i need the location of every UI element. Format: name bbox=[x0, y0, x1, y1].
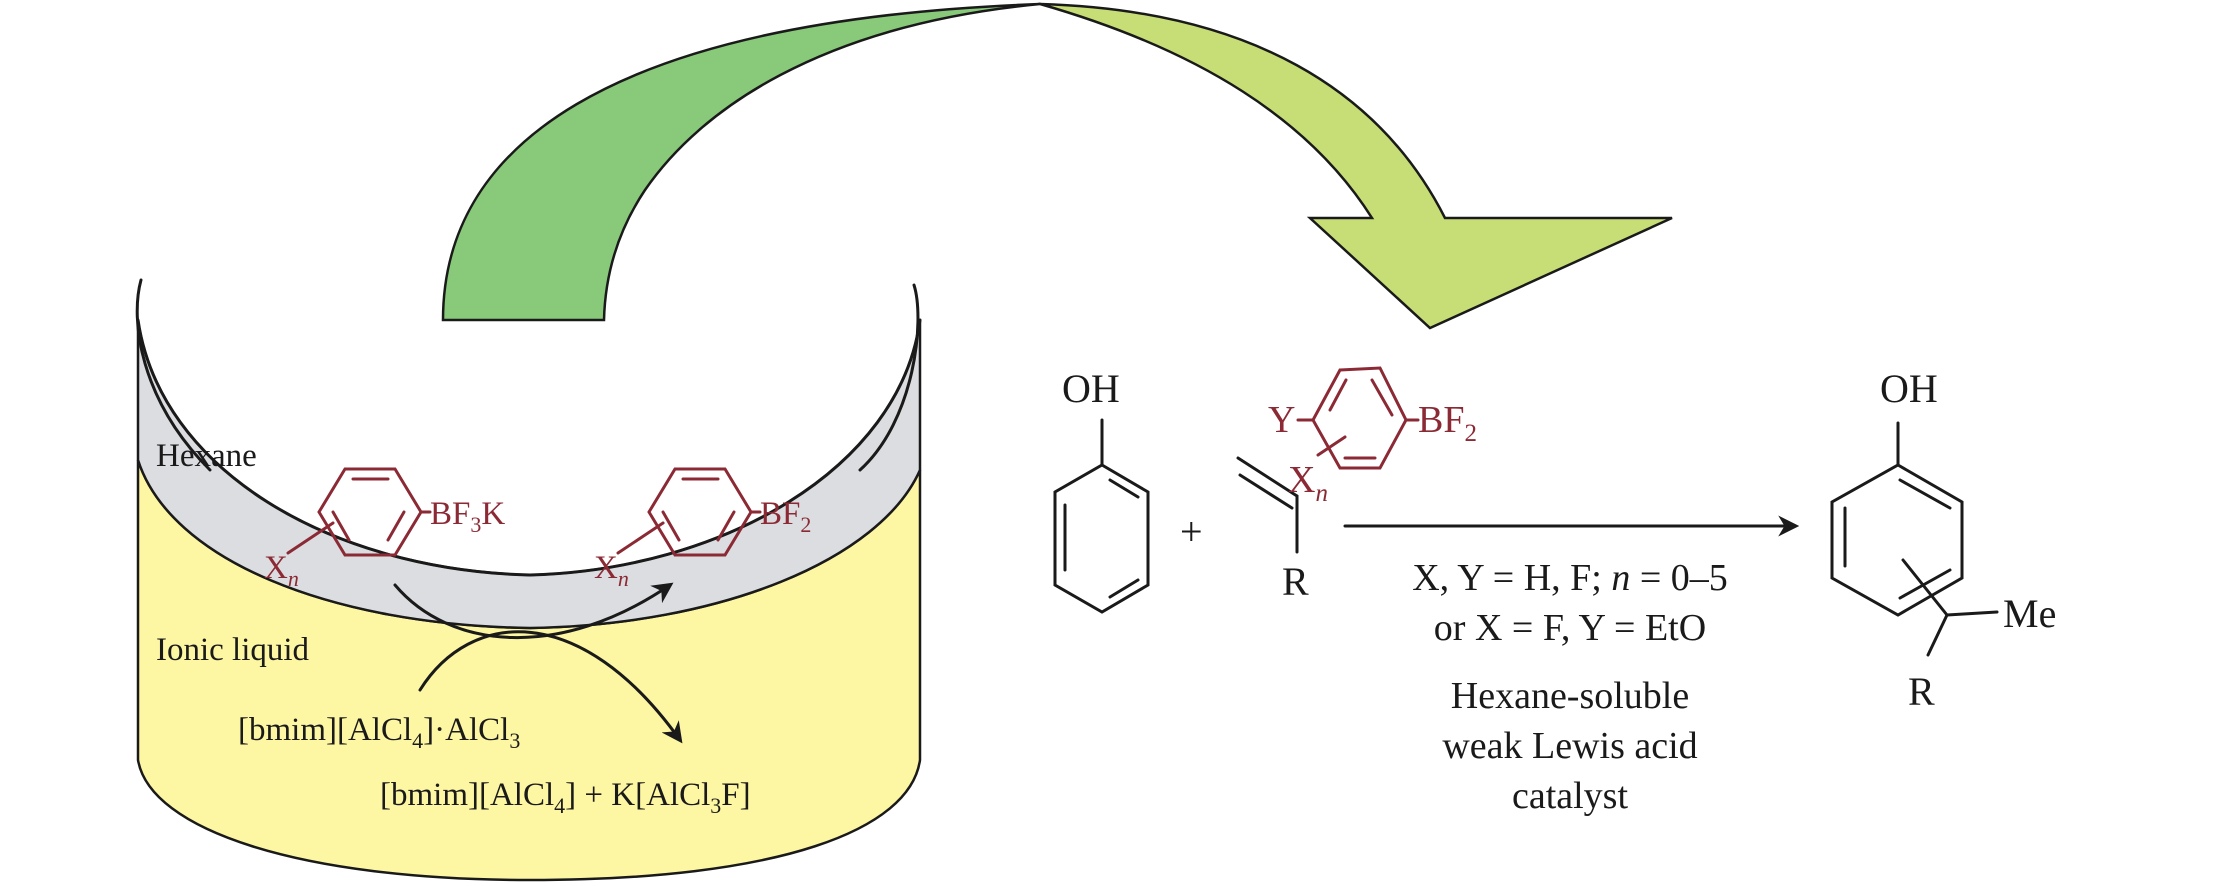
transfer-arrow-up bbox=[441, 2, 1041, 322]
biphasic-vessel bbox=[135, 278, 922, 882]
hexane-label: Hexane bbox=[156, 438, 257, 474]
svg-text:Xn: Xn bbox=[1288, 459, 1328, 507]
transfer-arrow-down bbox=[1039, 2, 1673, 330]
ionic-liquid-label: Ionic liquid bbox=[156, 632, 310, 668]
conditions-line-1: X, Y = H, F; n = 0–5 bbox=[1412, 557, 1728, 599]
alkylated-phenol-product: OH Me R bbox=[1830, 366, 2056, 714]
plus-sign: + bbox=[1180, 509, 1203, 554]
aryl-difluoroborane: BF2 Xn bbox=[594, 467, 811, 591]
catalyst-desc-2: weak Lewis acid bbox=[1442, 725, 1697, 767]
svg-text:Y: Y bbox=[1268, 399, 1295, 441]
svg-text:Me: Me bbox=[2003, 591, 2056, 636]
svg-text:OH: OH bbox=[1880, 366, 1938, 411]
svg-text:Xn: Xn bbox=[264, 550, 299, 591]
svg-text:Xn: Xn bbox=[594, 550, 629, 591]
catalyst-desc-1: Hexane-soluble bbox=[1451, 675, 1689, 717]
svg-text:OH: OH bbox=[1062, 366, 1120, 411]
il-reagent: [bmim][AlCl4]·AlCl3 bbox=[238, 712, 520, 753]
svg-text:BF3K: BF3K bbox=[430, 496, 505, 537]
catalyst-structure: Y BF2 Xn bbox=[1268, 366, 1477, 507]
group: BF bbox=[430, 496, 470, 532]
svg-text:R: R bbox=[1908, 669, 1935, 714]
aryl-trifluoroborate: BF3K Xn bbox=[264, 467, 505, 591]
catalyst-desc-3: catalyst bbox=[1512, 775, 1629, 817]
exchange-arrow-down bbox=[418, 630, 683, 744]
conditions-line-2: or X = F, Y = EtO bbox=[1434, 607, 1706, 649]
vessel-rim-right bbox=[858, 283, 920, 472]
phenol: OH bbox=[1053, 366, 1150, 614]
vessel-rim-left bbox=[135, 278, 212, 472]
il-products: [bmim][AlCl4] + K[AlCl3F] bbox=[380, 777, 751, 818]
svg-text:BF2: BF2 bbox=[1418, 399, 1477, 447]
vessel-rim-front bbox=[136, 318, 922, 577]
svg-text:BF2: BF2 bbox=[760, 496, 811, 537]
exchange-arrow-up bbox=[393, 582, 674, 640]
alkene: R bbox=[1236, 456, 1309, 604]
svg-text:R: R bbox=[1282, 559, 1309, 604]
